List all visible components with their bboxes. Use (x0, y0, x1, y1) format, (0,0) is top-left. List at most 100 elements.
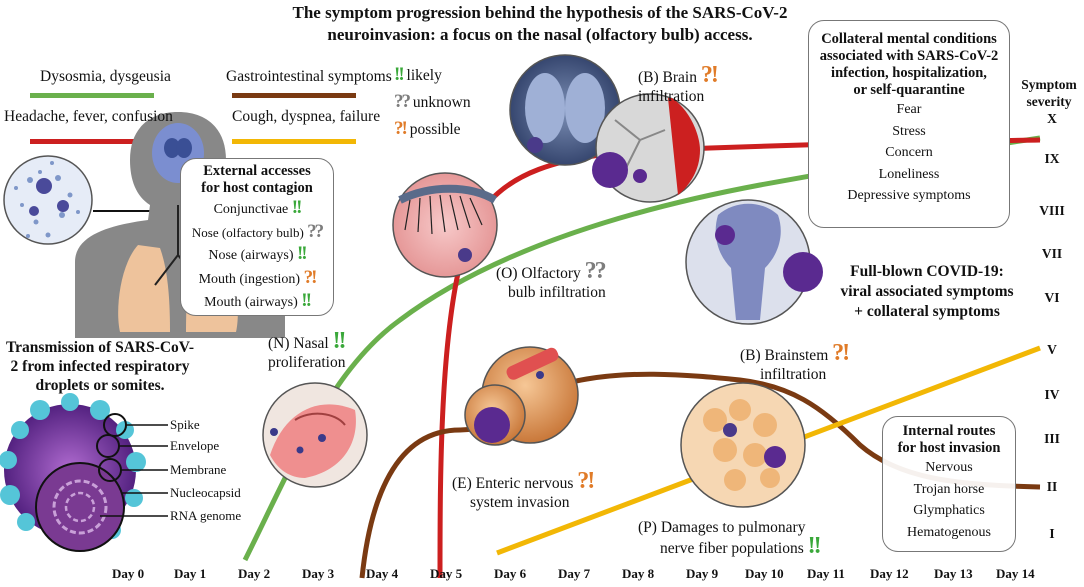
stage-brain-line1: (B) Brain (638, 69, 697, 86)
stage-brainstem-line1: (B) Brainstem (740, 347, 829, 364)
external-item: Conjunctivae !! (181, 197, 333, 221)
internal-item: Glymphatics (913, 503, 985, 518)
stage-pulmonary-line1: (P) Damages to pulmonary (638, 519, 806, 536)
day-label: Day 4 (366, 566, 399, 581)
curve-gastro (359, 371, 1041, 579)
stage-brainstem-label: (B) Brainstem ?! infiltration (740, 341, 850, 384)
mental-box-title-line2: associated with SARS-CoV-2 (819, 48, 999, 64)
legend-bar-headache (30, 139, 154, 144)
legend-likely: !! likely (394, 64, 442, 86)
legend-label-gastro: Gastrointestinal symptoms (226, 68, 392, 85)
severity-title-line1: Symptom (1021, 77, 1077, 92)
stage-pulmonary-line2: nerve fiber populations (660, 540, 804, 557)
unknown-mark-icon: ?? (394, 91, 411, 112)
mental-box-title-line3: infection, hospitalization, (831, 65, 987, 81)
enteric-illustration (464, 346, 579, 446)
day-label: Day 3 (302, 566, 335, 581)
day-label: Day 12 (870, 566, 909, 581)
olfactory-illustration (392, 172, 498, 278)
stage-olfactory-label: (O) Olfactory ?? bulb infiltration (496, 259, 607, 302)
day-label: Day 2 (238, 566, 271, 581)
stage-brain-label: (B) Brain ?! infiltration (638, 63, 719, 106)
virus-particle (0, 393, 168, 552)
stage-nasal-line1: (N) Nasal (268, 335, 329, 352)
day-label: Day 11 (807, 566, 845, 581)
severity-level: II (1046, 479, 1058, 494)
internal-item: Hematogenous (907, 524, 991, 540)
external-access-box: External accesses for host contagion Con… (180, 158, 334, 316)
droplet-illustration (3, 155, 93, 245)
covid-line1: Full-blown COVID-19: (850, 263, 1004, 280)
severity-level: X (1047, 111, 1057, 126)
brain-illustration (509, 54, 705, 203)
nasal-illustration (262, 382, 368, 488)
severity-level: VII (1041, 246, 1063, 261)
day-label: Day 1 (174, 566, 207, 581)
severity-title-line2: severity (1026, 94, 1072, 109)
mental-item: Depressive symptoms (847, 188, 971, 203)
external-item: Mouth (airways) !! (181, 290, 333, 314)
stage-enteric-label: (E) Enteric nervous ?! system invasion (452, 469, 595, 512)
internal-routes-box: Internal routes for host invasion Nervou… (882, 416, 1016, 552)
stage-nasal-line2: proliferation (268, 354, 346, 371)
external-item-label: Nose (olfactory bulb) (191, 224, 304, 240)
covid-line2: viral associated symptoms (840, 283, 1014, 300)
legend-unknown-label: unknown (412, 94, 471, 111)
stage-enteric-line2: system invasion (470, 494, 570, 511)
severity-level: VI (1044, 290, 1060, 305)
external-box-title-line2: for host contagion (201, 180, 313, 196)
stage-nasal-label: (N) Nasal !! proliferation (268, 329, 347, 372)
legend-label-headache: Headache, fever, confusion (4, 108, 173, 125)
external-item: Mouth (ingestion) ?! (181, 267, 333, 291)
transmission-line3: droplets or somites. (35, 377, 165, 394)
external-item: Nose (olfactory bulb) ?? (181, 221, 333, 244)
severity-level: IX (1044, 151, 1060, 166)
mental-item: Concern (885, 145, 933, 160)
transmission-line2: 2 from infected respiratory (10, 358, 190, 375)
external-item-label: Mouth (airways) (204, 295, 298, 310)
mental-box-title-line4: or self-quarantine (853, 82, 965, 98)
figure-title: The symptom progression behind the hypot… (180, 2, 900, 46)
likely-mark-icon: !! (394, 64, 405, 85)
day-label: Day 6 (494, 566, 527, 581)
likely-mark-icon: !! (807, 533, 822, 559)
external-item-label: Mouth (ingestion) (198, 271, 301, 287)
external-box-title-line1: External accesses (203, 163, 311, 179)
covid-caption: Full-blown COVID-19: viral associated sy… (822, 262, 1032, 322)
mental-item: Loneliness (878, 166, 940, 182)
likely-mark-icon: !! (332, 328, 347, 354)
day-label: Day 14 (996, 566, 1035, 581)
legend-unknown: ?? unknown (394, 91, 471, 113)
legend-likely-label: likely (406, 67, 442, 84)
possible-mark-icon: ?! (832, 340, 850, 366)
stage-brain-line2: infiltration (638, 88, 705, 105)
legend-bar-cough (232, 139, 356, 144)
severity-level: I (1049, 526, 1055, 541)
likely-mark-icon: !! (291, 197, 303, 218)
unknown-mark-icon: ?? (584, 258, 607, 284)
legend-bar-dysosmia (30, 93, 154, 98)
legend-possible-label: possible (409, 121, 461, 138)
internal-item: Trojan horse (913, 481, 985, 497)
severity-title: Symptom severity (1016, 76, 1082, 110)
likely-mark-icon: !! (301, 290, 312, 311)
possible-mark-icon: ?! (303, 266, 318, 288)
possible-mark-icon: ?! (394, 118, 408, 139)
day-label: Day 0 (112, 566, 145, 581)
internal-box-title-line2: for host invasion (897, 440, 1001, 456)
day-label: Day 13 (934, 566, 973, 581)
mental-conditions-box: Collateral mental conditions associated … (808, 20, 1010, 228)
stage-pulmonary-label: (P) Damages to pulmonary nerve fiber pop… (638, 518, 822, 559)
transmission-line1: Transmission of SARS-CoV- (5, 339, 195, 356)
virus-part-spike: Spike (170, 417, 200, 432)
day-label: Day 8 (622, 566, 655, 581)
stage-olfactory-line2: bulb infiltration (508, 284, 606, 301)
likely-mark-icon: !! (296, 243, 308, 264)
pulmonary-illustration (680, 382, 806, 508)
mental-item: Stress (892, 123, 926, 139)
transmission-caption: Transmission of SARS-CoV- 2 from infecte… (2, 338, 198, 395)
stage-olfactory-line1: (O) Olfactory (496, 265, 581, 282)
virus-part-rna: RNA genome (170, 508, 242, 523)
day-label: Day 10 (745, 566, 784, 581)
